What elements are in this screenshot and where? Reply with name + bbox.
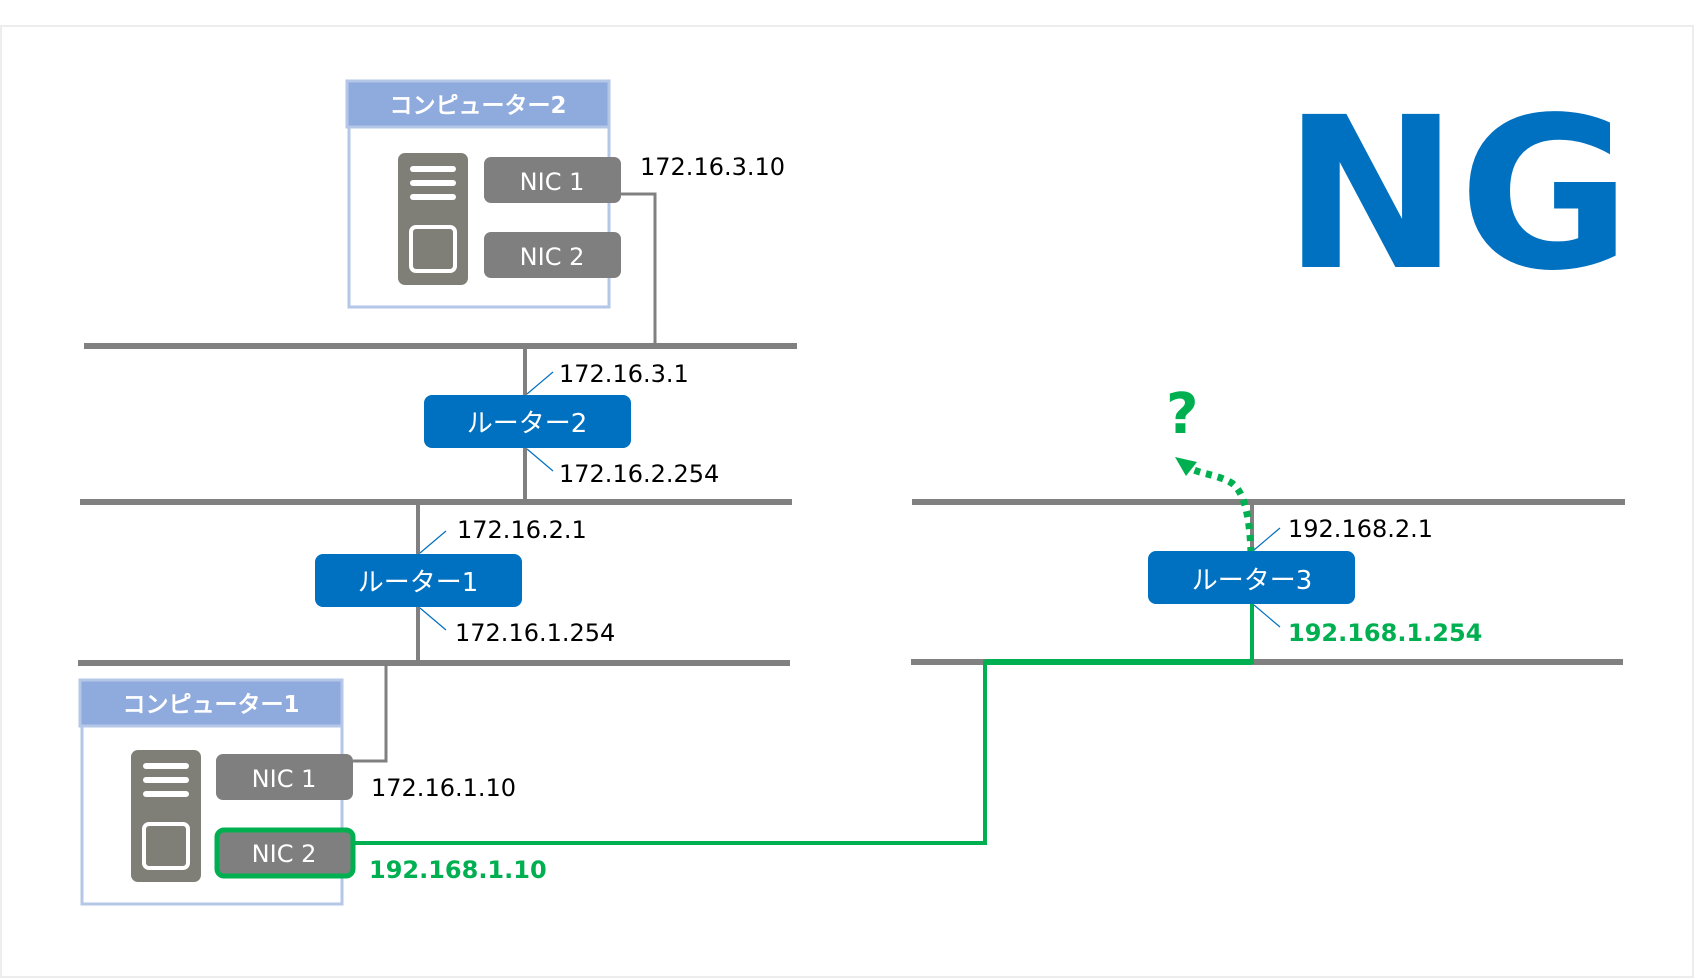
router3-lower-ip: 192.168.1.254 <box>1288 619 1482 647</box>
comp2-nic2-label: NIC 2 <box>520 243 585 271</box>
ng-title: NG <box>1283 72 1631 317</box>
router2-upper-leader <box>526 371 554 395</box>
router-1[interactable]: ルーター1 <box>315 554 522 607</box>
comp2-nic2[interactable] <box>484 232 621 278</box>
comp1-nic2[interactable] <box>214 827 356 879</box>
computer-1-header <box>78 678 344 728</box>
router-3-label: ルーター3 <box>1192 566 1313 596</box>
router1-lower-leader <box>419 607 447 631</box>
router1-upper-ip: 172.16.2.1 <box>457 516 587 544</box>
server-tower-icon <box>131 750 201 882</box>
router3-lower-leader <box>1253 604 1281 628</box>
router-1-label: ルーター1 <box>358 568 479 598</box>
router3-upper-leader <box>1253 527 1281 551</box>
router3-upper-ip: 192.168.2.1 <box>1288 515 1433 543</box>
router2-lower-ip: 172.16.2.254 <box>559 460 719 488</box>
router1-lower-ip: 172.16.1.254 <box>455 619 615 647</box>
router-1-box <box>315 554 522 607</box>
comp2-nic1-label: NIC 1 <box>520 168 585 196</box>
comp1-nic2-ip: 192.168.1.10 <box>369 856 547 884</box>
computer-2-header <box>345 79 611 129</box>
unknown-route-marker: ? <box>1166 382 1198 447</box>
dotted-arrow-icon <box>1188 464 1255 554</box>
router-2-box <box>424 395 631 448</box>
comp2-nic1-ip: 172.16.3.10 <box>640 153 785 181</box>
server-tower-icon <box>398 153 468 285</box>
computer-2-title: コンピューター2 <box>389 93 566 119</box>
comp1-nic2-label: NIC 2 <box>252 840 317 868</box>
router-3[interactable]: ルーター3 <box>1148 551 1355 604</box>
comp1-nic1-label: NIC 1 <box>252 765 317 793</box>
router1-upper-leader <box>419 530 447 554</box>
comp2-nic1-link <box>621 192 657 346</box>
computer-1[interactable]: コンピューター1 NIC 1 NIC 2 <box>78 678 356 906</box>
arrow-head-icon <box>1175 457 1197 476</box>
router2-lower-leader <box>526 448 554 472</box>
comp1-nic1[interactable] <box>216 754 353 800</box>
router-2[interactable]: ルーター2 <box>424 395 631 448</box>
router-2-label: ルーター2 <box>467 409 588 439</box>
computer-1-title: コンピューター1 <box>122 692 299 718</box>
router-3-box <box>1148 551 1355 604</box>
comp1-nic1-ip: 172.16.1.10 <box>371 774 516 802</box>
comp2-nic1[interactable] <box>484 157 621 203</box>
computer-2[interactable]: コンピューター2 NIC 1 NIC 2 <box>345 79 621 309</box>
comp1-nic1-link <box>353 663 388 763</box>
router2-upper-ip: 172.16.3.1 <box>559 360 689 388</box>
